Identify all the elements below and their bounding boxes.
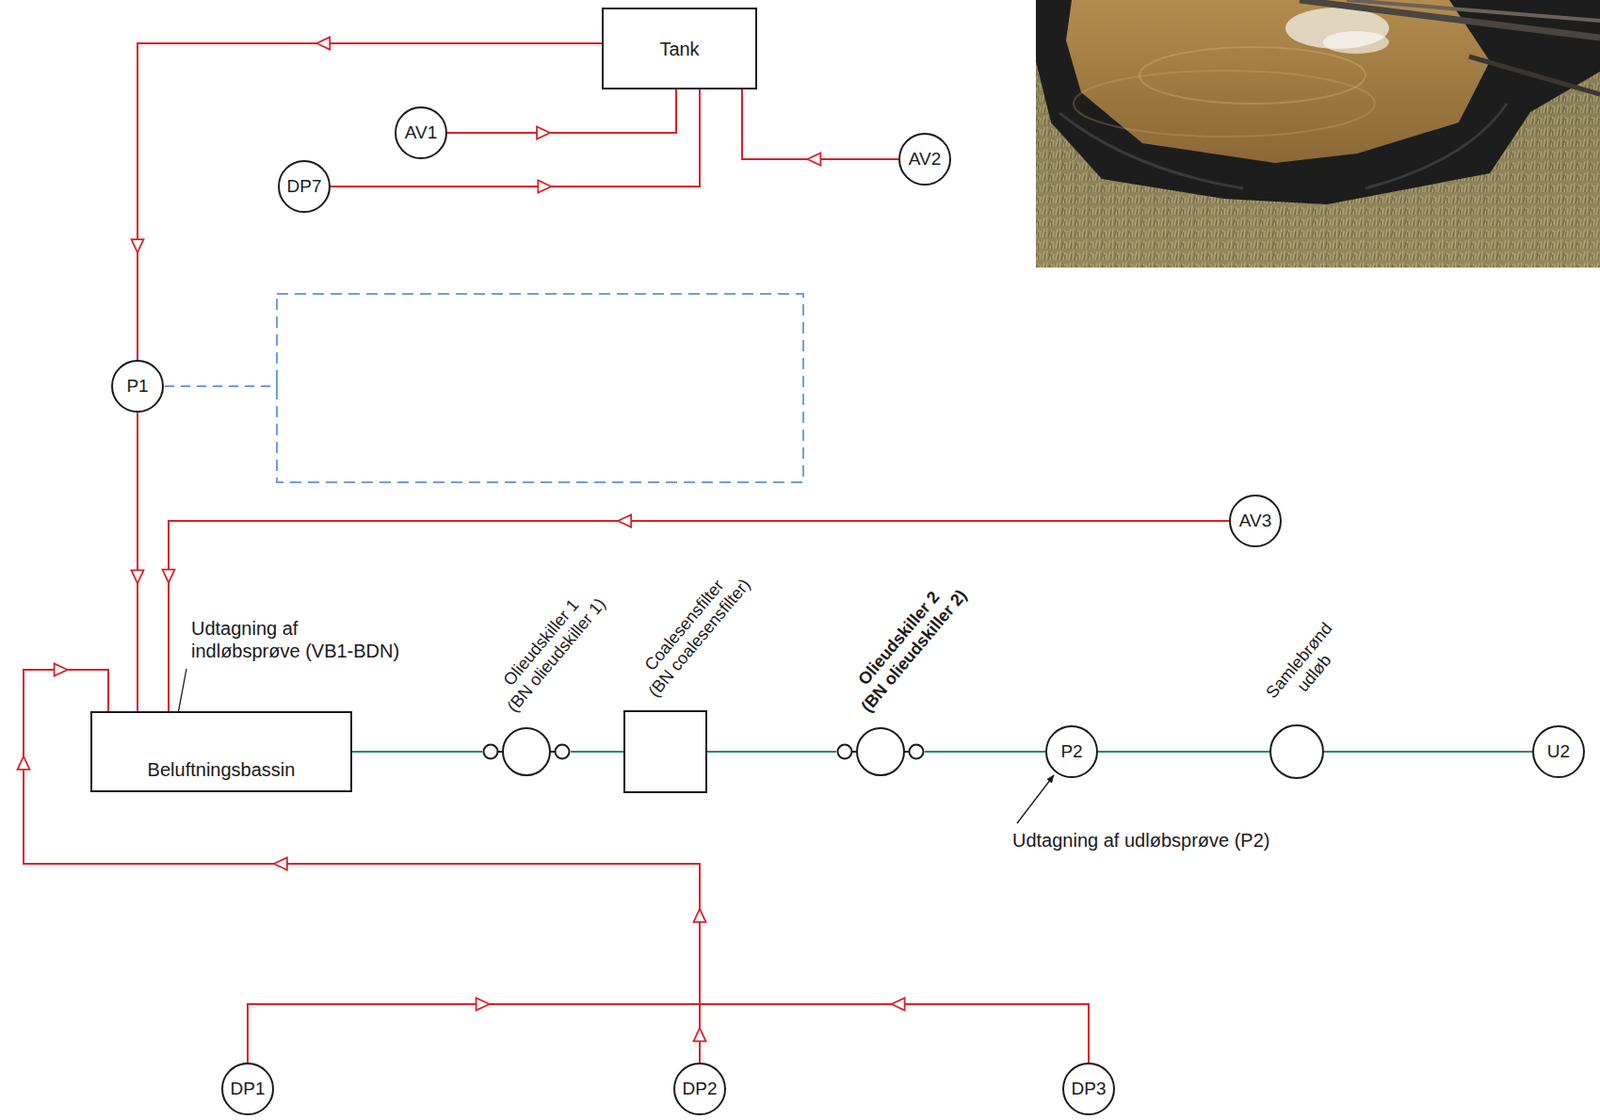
arrowhead bbox=[694, 908, 707, 922]
rotated-caption: Samlebrønd udløb bbox=[1260, 616, 1354, 717]
arrowhead bbox=[274, 857, 288, 871]
pipe-connector bbox=[23, 669, 700, 1063]
arrowhead bbox=[807, 153, 821, 166]
node-label: U2 bbox=[1547, 741, 1570, 762]
pipe-connector bbox=[330, 89, 700, 187]
leader-line bbox=[1017, 775, 1054, 824]
arrowhead bbox=[694, 1027, 707, 1041]
pipe-connector bbox=[1098, 750, 1270, 753]
pipe-connector bbox=[924, 750, 1046, 753]
pipe-connector bbox=[352, 750, 483, 753]
filter-box: Coalesensfilter(BN coalesensfilter) bbox=[623, 710, 708, 793]
node-label: P1 bbox=[126, 375, 148, 397]
outlet-circle: U2 bbox=[1532, 725, 1585, 778]
node-label: DP1 bbox=[230, 1078, 266, 1099]
node-label: AV2 bbox=[908, 148, 942, 170]
arrowhead bbox=[131, 239, 145, 253]
arrowhead bbox=[54, 663, 68, 677]
rotated-caption: Olieudskiller 2(BN olieudskiller 2) bbox=[841, 573, 970, 716]
basin-box: Beluftningsbassin bbox=[90, 711, 353, 792]
arrowhead bbox=[617, 515, 631, 528]
tank-box: Tank bbox=[601, 7, 758, 90]
dashed-tick bbox=[275, 378, 278, 394]
node-label: DP7 bbox=[287, 176, 323, 197]
pipe-connector bbox=[1324, 750, 1533, 753]
point-circle: DP3 bbox=[1062, 1062, 1116, 1116]
pipe-connector bbox=[136, 412, 139, 712]
point-circle: DP1 bbox=[221, 1062, 275, 1116]
arrowhead bbox=[131, 569, 145, 583]
node-label: Olieudskiller 2 bbox=[841, 573, 956, 704]
callout-note: Udtagning af udløbsprøve (P2) bbox=[1012, 828, 1270, 852]
node-label: Samlebrønd udløb bbox=[1260, 616, 1354, 717]
rotated-caption: Coalesensfilter(BN coalesensfilter) bbox=[629, 562, 755, 701]
node-label: P2 bbox=[1060, 741, 1083, 762]
pipe-connector bbox=[742, 89, 899, 160]
well-circle: Samlebrønd udløb bbox=[1269, 724, 1325, 779]
rotated-caption: Olieudskiller 1(BN olieudskiller 1) bbox=[487, 581, 610, 716]
oil-separator: Olieudskiller 2(BN olieudskiller 2) bbox=[836, 725, 925, 778]
callout-note: Udtagning af indløbsprøve (VB1-BDN) bbox=[191, 616, 404, 663]
pipe-connector bbox=[707, 750, 837, 753]
node-label: DP2 bbox=[682, 1078, 718, 1099]
arrowhead bbox=[316, 37, 330, 50]
pipe-connector bbox=[23, 669, 1089, 1063]
point-circle: AV2 bbox=[898, 132, 952, 186]
separator-symbol bbox=[482, 725, 571, 778]
node-label: Beluftningsbassin bbox=[147, 758, 296, 781]
pipe-connector bbox=[168, 520, 1229, 712]
pipe-connector bbox=[447, 89, 677, 133]
point-circle: DP7 bbox=[277, 160, 331, 213]
point-circle: AV1 bbox=[394, 106, 448, 160]
arrowhead bbox=[891, 998, 906, 1011]
arrowhead bbox=[162, 569, 176, 583]
point-circle: DP2 bbox=[673, 1062, 727, 1116]
dashed-link bbox=[164, 385, 277, 388]
separator-symbol bbox=[836, 725, 925, 778]
pipe-connector bbox=[137, 43, 602, 360]
node-label: AV3 bbox=[1239, 510, 1273, 532]
pipe-connector bbox=[570, 750, 624, 753]
arrowhead bbox=[476, 998, 490, 1011]
node-label: DP3 bbox=[1071, 1078, 1107, 1099]
node-label: Tank bbox=[659, 37, 699, 61]
oil-separator: Olieudskiller 1(BN olieudskiller 1) bbox=[482, 725, 571, 778]
sample-circle: P2 bbox=[1045, 725, 1099, 778]
pipe-connector bbox=[23, 669, 700, 1063]
arrowhead bbox=[537, 180, 551, 194]
dashed-frame bbox=[276, 293, 804, 483]
arrowhead bbox=[536, 127, 550, 140]
site-photo bbox=[1035, 0, 1600, 268]
arrowhead bbox=[17, 756, 31, 770]
point-circle: AV3 bbox=[1228, 494, 1282, 548]
pump-circle: P1 bbox=[111, 359, 164, 413]
node-label: AV1 bbox=[404, 122, 438, 144]
